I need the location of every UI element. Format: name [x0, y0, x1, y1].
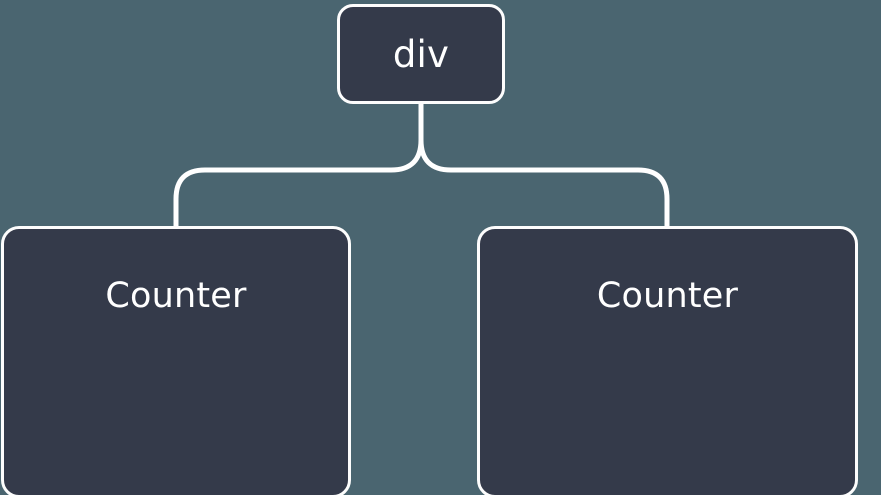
- node-counter-right[interactable]: Counter count 1: [477, 226, 858, 495]
- node-div[interactable]: div: [337, 4, 505, 104]
- node-counter-left[interactable]: Counter count 0: [1, 226, 351, 495]
- node-div-label: div: [392, 32, 450, 76]
- connector-left: [173, 101, 424, 229]
- node-counter-left-label: Counter: [105, 276, 247, 316]
- node-counter-right-label: Counter: [596, 276, 739, 316]
- connector-right: [418, 101, 670, 229]
